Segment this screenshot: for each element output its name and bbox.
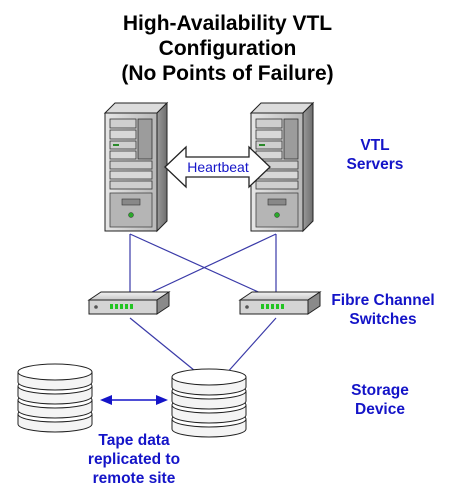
tape-replication-label-line-2: replicated to: [87, 451, 181, 468]
fc-switches-label-line-1: Fibre Channel: [331, 292, 435, 309]
fc-switch-1: [87, 291, 171, 315]
vtl-server-1: [103, 101, 169, 233]
fc-switches-label: Fibre Channel Switches: [322, 291, 444, 329]
vtl-servers-label: VTL Servers: [330, 136, 420, 174]
tape-disk-stack: [17, 363, 93, 433]
fc-switches-label-line-2: Switches: [349, 311, 417, 328]
tape-replication-label: Tape data replicated to remote site: [72, 431, 196, 488]
title-line-1: High-Availability VTL: [122, 12, 333, 35]
link-server2-switch1: [134, 233, 277, 301]
link-switch2-storage: [224, 317, 277, 376]
vtl-server-2: [249, 101, 315, 233]
heartbeat-arrow: [164, 145, 271, 189]
title-line-2: Configuration: [158, 37, 297, 60]
tape-replication-label-line-3: remote site: [92, 470, 176, 487]
link-switch1-storage: [129, 317, 201, 376]
title-line-3: (No Points of Failure): [121, 62, 334, 85]
fc-switch-2: [238, 291, 322, 315]
vtl-servers-label-line-2: Servers: [346, 156, 404, 173]
connection-lines: [129, 233, 277, 376]
storage-device-label: Storage Device: [330, 381, 430, 419]
vtl-servers-label-line-1: VTL: [360, 137, 390, 154]
link-server1-switch2: [129, 233, 277, 301]
heartbeat-label: Heartbeat: [187, 159, 249, 175]
storage-disk-stack: [171, 368, 247, 438]
tape-replication-label-line-1: Tape data: [98, 432, 170, 449]
storage-device-label-line-1: Storage: [351, 382, 409, 399]
replication-arrow: [100, 395, 168, 405]
storage-device-label-line-2: Device: [355, 401, 405, 418]
